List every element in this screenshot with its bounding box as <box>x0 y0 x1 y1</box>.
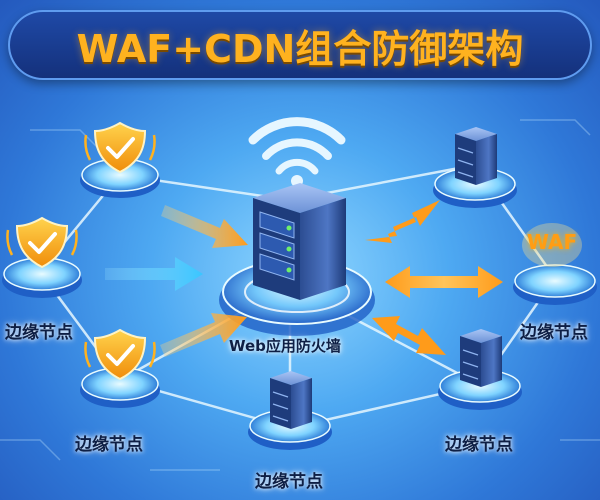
waf-badge: WAF <box>517 225 587 259</box>
center-server-icon <box>253 183 346 300</box>
page-title: WAF+CDN组合防御架构 <box>76 26 524 71</box>
arrow-top-left <box>161 205 248 248</box>
waf-node-right <box>513 264 597 305</box>
wifi-icon <box>248 117 346 187</box>
node-label-bottom-right: 边缘节点 <box>445 435 513 455</box>
server-icon <box>270 371 312 429</box>
center-label: Web应用防火墙 <box>229 337 341 355</box>
arrow-left <box>105 257 203 291</box>
node-label-left: 边缘节点 <box>5 323 73 343</box>
arrow-top-right <box>365 200 440 243</box>
shield-node-top-left <box>80 158 160 198</box>
background-circuit-lines <box>0 119 600 471</box>
arrow-bottom-right <box>372 316 446 355</box>
waf-glow <box>522 223 582 267</box>
title-banner: WAF+CDN组合防御架构 <box>8 10 592 80</box>
server-icon <box>455 127 497 185</box>
shield-icon <box>6 216 78 269</box>
waf-badge-label: WAF <box>526 230 578 254</box>
node-label-bottom: 边缘节点 <box>255 472 323 492</box>
server-icon <box>460 329 502 387</box>
node-label-right: 边缘节点 <box>520 323 588 343</box>
node-label-bottom-left: 边缘节点 <box>75 435 143 455</box>
shield-icon <box>84 328 156 381</box>
arrow-bottom-left <box>160 313 247 357</box>
shield-icon <box>84 121 156 174</box>
shield-node-bottom-left <box>80 367 160 408</box>
arrow-right <box>385 266 503 298</box>
